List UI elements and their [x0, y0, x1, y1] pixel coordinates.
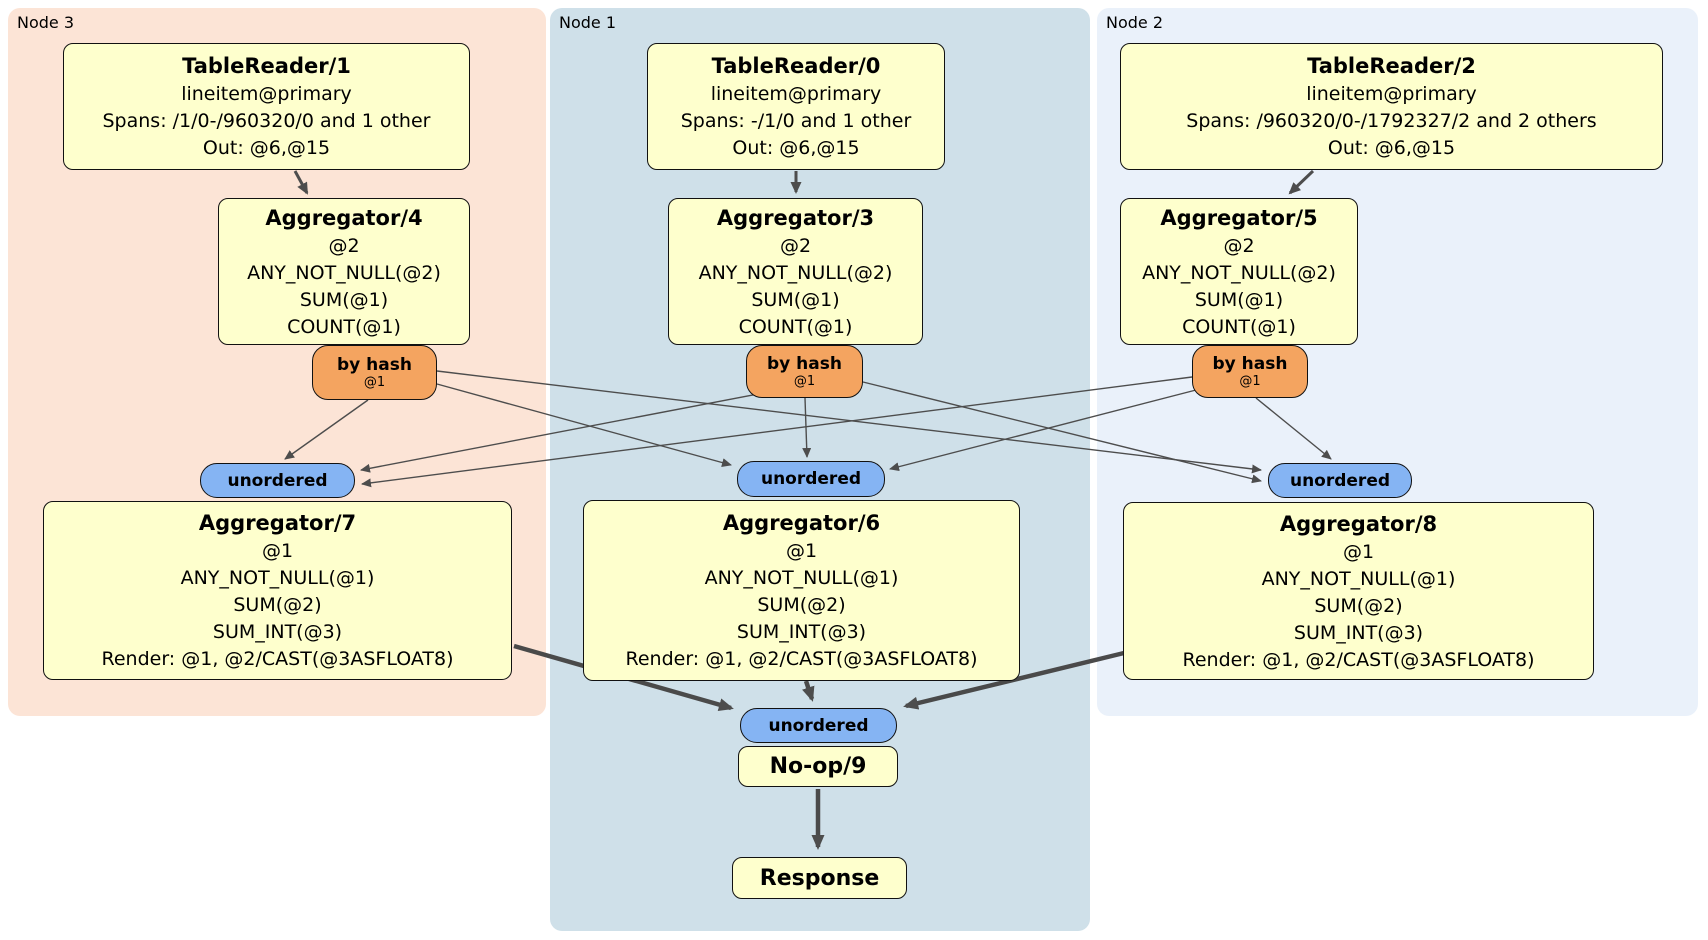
reader-to-aggregator-edges [293, 169, 1315, 195]
processor-detail: ANY_NOT_NULL(@1) [1261, 567, 1456, 590]
processor-detail: Render: @1, @2/CAST(@3ASFLOAT8) [625, 648, 978, 670]
router-by-hash-node1: by hash @1 [746, 345, 863, 398]
processor-aggregator-5: Aggregator/5 @2 ANY_NOT_NULL(@2) SUM(@1)… [1120, 198, 1358, 345]
router-to-sync-edges [284, 370, 1332, 488]
processor-detail: SUM(@2) [757, 594, 846, 616]
processor-tablereader-0: TableReader/0 lineitem@primary Spans: -/… [647, 43, 945, 170]
processor-detail: @1 [1342, 540, 1375, 563]
processor-aggregator-8: Aggregator/8 @1 ANY_NOT_NULL(@1) SUM(@2)… [1123, 502, 1594, 680]
router-by-hash-node3: by hash @1 [312, 345, 437, 400]
processor-detail: lineitem@primary [710, 83, 882, 105]
processor-detail: Out: @6,@15 [1327, 137, 1456, 159]
processor-title: TableReader/0 [711, 54, 881, 78]
region-node3-label: Node 3 [17, 13, 75, 32]
processor-aggregator-7: Aggregator/7 @1 ANY_NOT_NULL(@1) SUM(@2)… [43, 501, 512, 680]
sync-unordered-node3: unordered [200, 463, 355, 498]
processor-detail: SUM(@2) [1314, 594, 1403, 617]
processor-aggregator-4: Aggregator/4 @2 ANY_NOT_NULL(@2) SUM(@1)… [218, 198, 470, 345]
processor-detail: SUM(@2) [233, 594, 322, 616]
processor-title: Aggregator/8 [1279, 511, 1438, 536]
processor-detail: Render: @1, @2/CAST(@3ASFLOAT8) [1182, 648, 1535, 671]
processor-detail: SUM_INT(@3) [736, 621, 867, 643]
processor-title: TableReader/1 [182, 54, 351, 78]
response-node: Response [732, 857, 907, 899]
processor-title: Aggregator/6 [722, 511, 881, 535]
router-columns: @1 [1239, 374, 1261, 389]
sync-label: unordered [227, 470, 328, 491]
processor-detail: SUM(@1) [1194, 288, 1284, 311]
router-label: by hash [767, 354, 842, 374]
processor-title: Aggregator/4 [265, 205, 423, 230]
processor-title: Aggregator/7 [198, 511, 357, 535]
processor-detail: SUM_INT(@3) [212, 621, 343, 643]
processor-detail: Render: @1, @2/CAST(@3ASFLOAT8) [101, 648, 454, 670]
processor-aggregator-3: Aggregator/3 @2 ANY_NOT_NULL(@2) SUM(@1)… [668, 198, 923, 345]
processor-detail: @2 [328, 234, 360, 257]
processor-detail: @2 [1223, 234, 1255, 257]
processor-detail: @1 [261, 540, 294, 562]
router-columns: @1 [363, 375, 386, 390]
region-node1-label: Node 1 [559, 13, 617, 32]
processor-detail: COUNT(@1) [738, 315, 853, 338]
region-node2-label: Node 2 [1106, 13, 1164, 32]
router-label: by hash [337, 355, 412, 375]
processor-detail: ANY_NOT_NULL(@1) [180, 567, 375, 589]
processor-title: TableReader/2 [1307, 54, 1476, 78]
processor-detail: lineitem@primary [181, 83, 352, 105]
processor-detail: ANY_NOT_NULL(@1) [704, 567, 899, 589]
sync-label: unordered [1289, 470, 1391, 491]
processor-detail: SUM_INT(@3) [1293, 621, 1424, 644]
processor-detail: Spans: /960320/0-/1792327/2 and 2 others [1186, 110, 1597, 132]
processor-detail: lineitem@primary [1306, 83, 1477, 105]
sync-label: unordered [768, 715, 869, 736]
router-label: by hash [1212, 354, 1288, 374]
sync-unordered-final: unordered [740, 708, 897, 743]
sync-unordered-node2: unordered [1268, 463, 1412, 498]
processor-title: Response [759, 865, 880, 891]
sync-label: unordered [760, 469, 862, 489]
processor-detail: @1 [785, 540, 818, 562]
processor-detail: SUM(@1) [299, 288, 389, 311]
processor-detail: COUNT(@1) [287, 315, 401, 338]
processor-title: Aggregator/5 [1160, 205, 1318, 230]
processor-detail: Out: @6,@15 [202, 137, 331, 159]
processor-detail: Out: @6,@15 [732, 137, 860, 159]
processor-detail: @2 [779, 234, 812, 257]
processor-detail: ANY_NOT_NULL(@2) [698, 261, 893, 284]
router-columns: @1 [793, 374, 816, 389]
processor-title: Aggregator/3 [716, 205, 875, 230]
processor-detail: Spans: -/1/0 and 1 other [680, 110, 912, 132]
processor-tablereader-2: TableReader/2 lineitem@primary Spans: /9… [1120, 43, 1663, 170]
sync-unordered-node1: unordered [737, 461, 885, 497]
processor-noop-9: No-op/9 [738, 746, 898, 787]
processor-detail: COUNT(@1) [1182, 315, 1296, 338]
processor-detail: ANY_NOT_NULL(@2) [247, 261, 441, 284]
processor-tablereader-1: TableReader/1 lineitem@primary Spans: /1… [63, 43, 470, 170]
processor-detail: SUM(@1) [751, 288, 840, 311]
processor-detail: ANY_NOT_NULL(@2) [1142, 261, 1336, 284]
processor-title: No-op/9 [769, 754, 867, 779]
processor-detail: Spans: /1/0-/960320/0 and 1 other [102, 110, 431, 132]
router-by-hash-node2: by hash @1 [1192, 345, 1308, 398]
processor-aggregator-6: Aggregator/6 @1 ANY_NOT_NULL(@1) SUM(@2)… [583, 500, 1020, 681]
